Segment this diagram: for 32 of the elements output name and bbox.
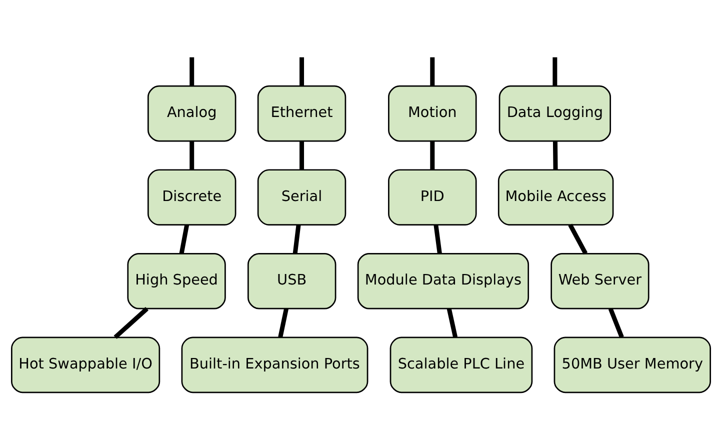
- node-box: Built-in Expansion Ports: [181, 336, 368, 393]
- connector: [278, 308, 288, 338]
- connector: [552, 56, 558, 86]
- node-box: High Speed: [127, 252, 226, 309]
- connector: [434, 224, 442, 254]
- node-box: PID: [388, 168, 477, 225]
- node-box: Hot Swappable I/O: [10, 336, 160, 393]
- node-box: 50MB User Memory: [554, 336, 711, 393]
- node-box: Analog: [147, 84, 236, 142]
- node-box: Web Server: [550, 252, 650, 309]
- connector: [568, 223, 588, 254]
- connector: [552, 140, 558, 170]
- connector: [190, 140, 194, 170]
- node-box: USB: [247, 252, 336, 309]
- connector: [114, 306, 148, 338]
- connector: [430, 140, 435, 170]
- connector: [300, 140, 304, 170]
- connector: [430, 56, 435, 86]
- connector: [190, 56, 194, 86]
- connector: [179, 224, 190, 254]
- node-box: Data Logging: [498, 84, 611, 142]
- connector: [300, 56, 304, 86]
- node-box: Module Data Displays: [357, 252, 530, 309]
- node-box: Scalable PLC Line: [390, 336, 533, 393]
- node-box: Motion: [388, 84, 477, 142]
- node-box: Serial: [257, 168, 346, 225]
- node-box: Ethernet: [257, 84, 346, 142]
- connector: [446, 308, 458, 338]
- node-box: Mobile Access: [498, 168, 614, 225]
- node-box: Discrete: [147, 168, 236, 225]
- connector: [608, 307, 624, 338]
- connector: [292, 224, 301, 254]
